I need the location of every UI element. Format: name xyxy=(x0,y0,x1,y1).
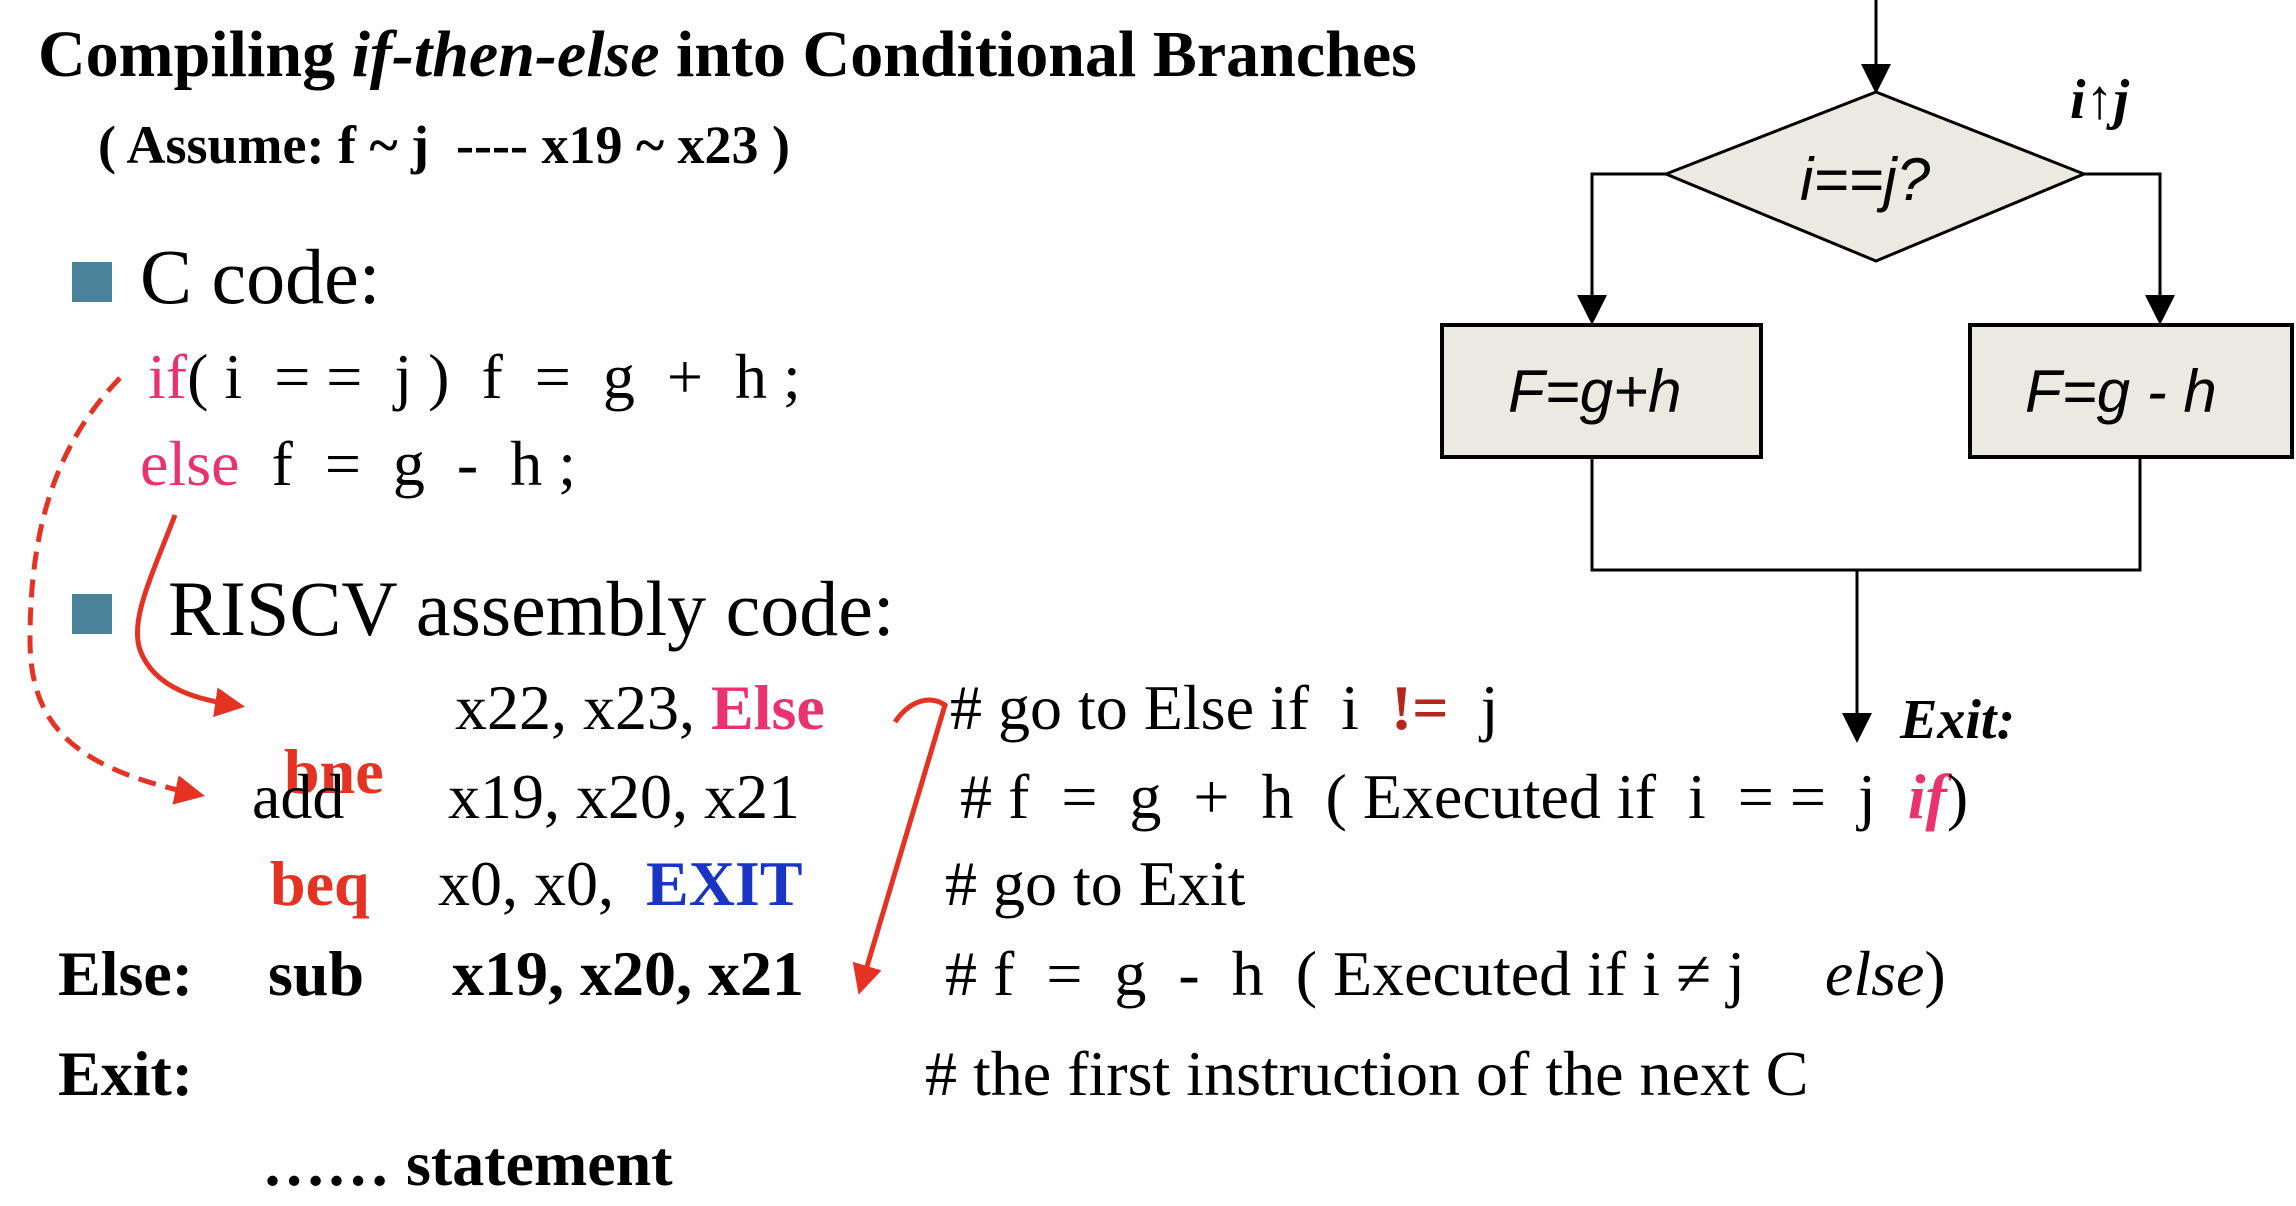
left-process-box xyxy=(1440,323,1763,459)
c-code-heading: C code: xyxy=(140,233,381,320)
else-target: Else xyxy=(711,672,825,743)
continuation-text: …… statement xyxy=(262,1128,673,1199)
flowchart xyxy=(1440,0,2294,743)
bullet-icon xyxy=(72,262,112,302)
decision-label: i==j? xyxy=(1800,146,1931,213)
exit-target: EXIT xyxy=(646,848,803,919)
asm-line-add: add xyxy=(252,761,345,832)
dashed-arrow-if-to-add xyxy=(27,376,205,805)
left-box-label: F=g+h xyxy=(1508,358,1682,425)
asm-line-beq: beq xyxy=(270,848,370,919)
asm-args-bne: x22, x23, Else xyxy=(455,672,825,743)
asm-line-sub: sub xyxy=(268,938,365,1009)
if-keyword: if xyxy=(148,341,188,412)
asm-comment-bne: # go to Else if i != j xyxy=(950,672,1499,743)
branch-label: i↑j xyxy=(2070,69,2130,131)
asm-heading: RISCV assembly code: xyxy=(168,565,895,652)
assumption-note: ( Assume: f ~ j ---- x19 ~ x23 ) xyxy=(98,115,791,175)
asm-args-add: x19, x20, x21 xyxy=(448,761,800,832)
c-code-line-1: if( i = = j ) f = g + h ; xyxy=(148,341,801,412)
no-branch-line xyxy=(2084,172,2175,325)
asm-comment-beq: # go to Exit xyxy=(945,848,1246,919)
asm-args-sub: x19, x20, x21 xyxy=(452,938,804,1009)
else-keyword: else xyxy=(140,428,240,499)
asm-args-beq: x0, x0, EXIT xyxy=(438,848,803,919)
merge-line xyxy=(1590,457,2142,572)
exit-label: Exit: xyxy=(58,1038,194,1109)
else-label: Else: xyxy=(58,938,194,1009)
arrow-else-to-bne xyxy=(134,514,245,718)
asm-comment-exit: # the first instruction of the next C xyxy=(925,1038,1809,1109)
bullet-icon xyxy=(72,594,112,634)
asm-line-bne: bne xyxy=(284,736,384,807)
right-process-box xyxy=(1968,323,2294,459)
asm-comment-add: # f = g + h ( Executed if i = = j if) xyxy=(960,761,1969,832)
asm-comment-sub: # f = g - h ( Executed if i ≠ j else) xyxy=(945,938,1946,1009)
c-code-line-2: else f = g - h ; xyxy=(140,428,576,499)
slide-title: Compiling if-then-else into Conditional … xyxy=(38,18,1417,91)
decision-diamond xyxy=(1661,90,2088,263)
yes-branch-line xyxy=(1577,172,1666,325)
arrow-else-target-to-sub xyxy=(852,697,948,995)
exit-flow-label: Exit: xyxy=(1900,689,2016,751)
right-box-label: F=g - h xyxy=(2025,358,2217,425)
